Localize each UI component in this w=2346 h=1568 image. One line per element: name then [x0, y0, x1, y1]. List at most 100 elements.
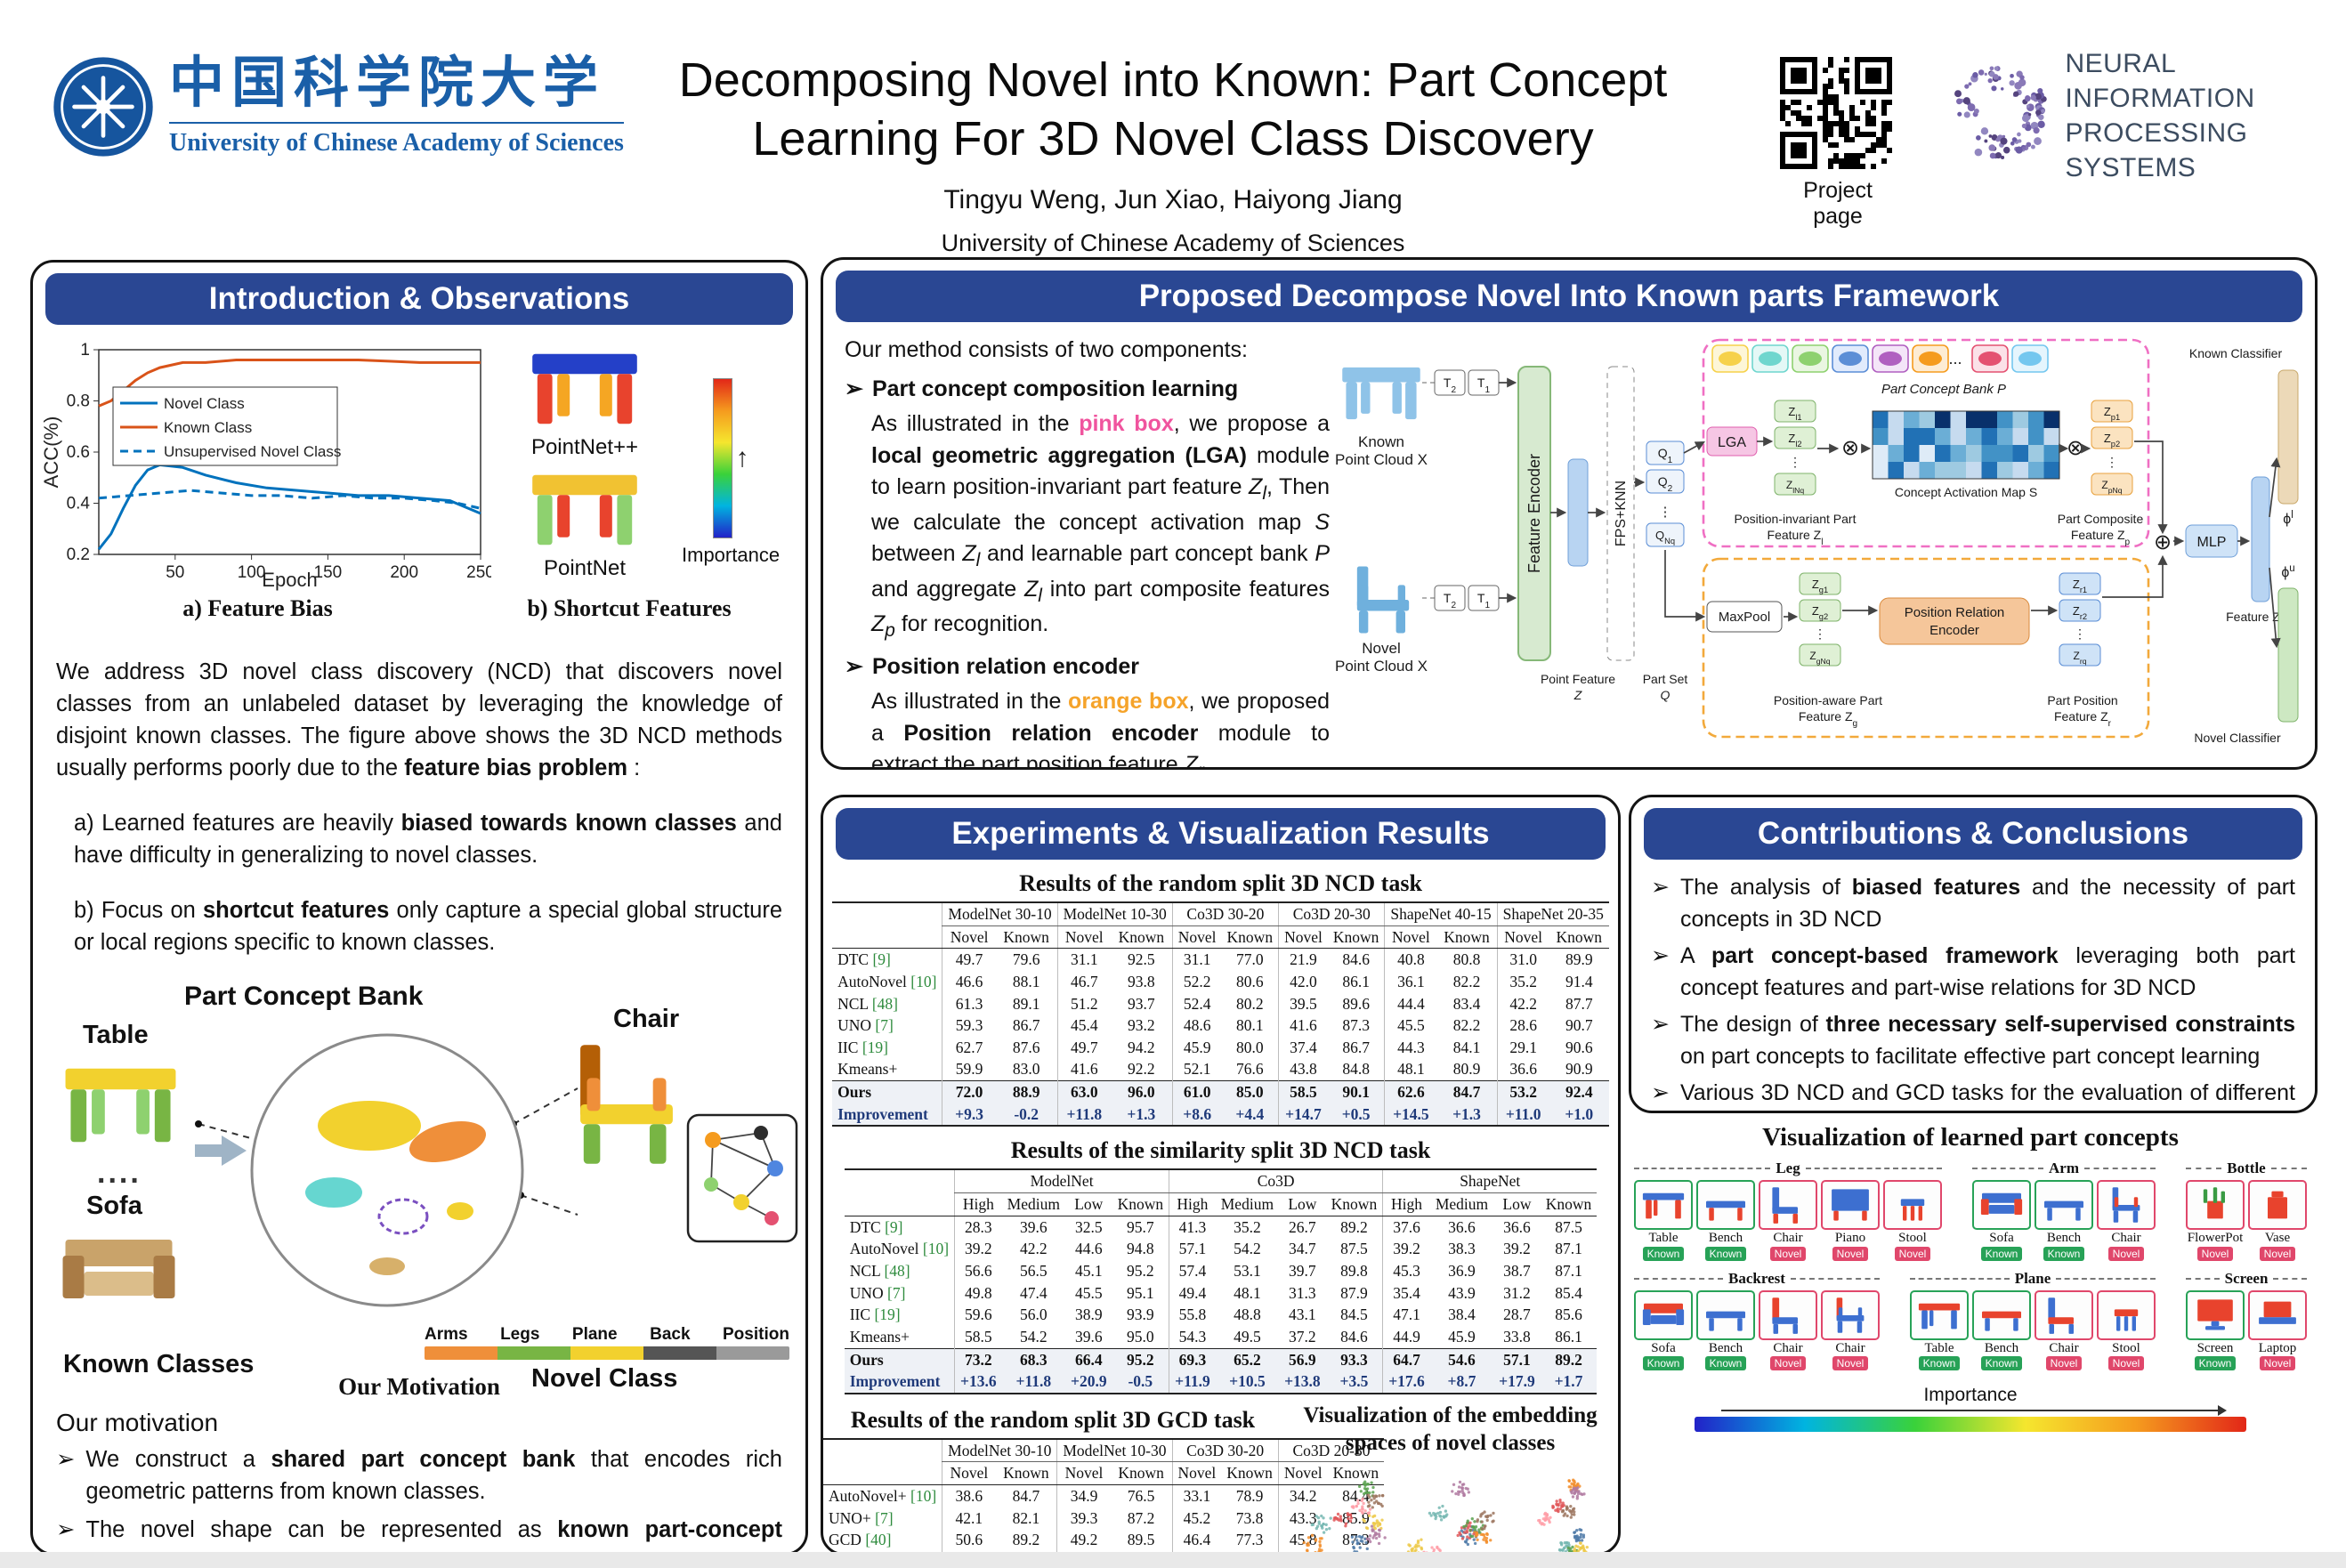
table-cell: 53.2 — [1496, 1080, 1549, 1103]
class-badge: Known — [1918, 1356, 1961, 1370]
part-group-title: Leg — [1634, 1160, 1942, 1177]
class-badge: Novel — [2196, 1246, 2234, 1261]
project-qr: Project page — [1780, 57, 1896, 230]
table-header-cell: Medium — [1215, 1192, 1280, 1216]
table-header-cell: Novel — [1171, 1461, 1222, 1486]
text-segment: a) Learned features are heavily — [74, 810, 401, 836]
table-cell: 35.2 — [1234, 1217, 1261, 1236]
pointnet-pointcloud — [532, 474, 637, 546]
table-cell: 41.3 — [1169, 1216, 1216, 1239]
table-cell: 31.3 — [1289, 1283, 1316, 1302]
table-cell: 80.0 — [1236, 1038, 1264, 1056]
part-item-label: Piano — [1834, 1231, 1866, 1245]
part-thumbnail — [1972, 1289, 2031, 1340]
table-header-cell: ShapeNet 40-15 — [1384, 901, 1498, 926]
part-group-name: Screen — [2224, 1269, 2269, 1287]
svg-text:0.8: 0.8 — [67, 392, 90, 411]
tsne-scatter-iic — [1406, 1481, 1495, 1553]
part-group-name: Arm — [2049, 1160, 2079, 1176]
table-cell: 84.1 — [1452, 1038, 1481, 1056]
table-cell: Kmeans+ — [837, 1060, 898, 1079]
class-badge: Novel — [1769, 1246, 1807, 1261]
bench-glyph — [1982, 1311, 2021, 1331]
table-cell: 48.1 — [1234, 1283, 1261, 1302]
table-header-cell: Co3D 30-20 — [1171, 901, 1279, 926]
table-header-cell: Low — [1064, 1192, 1112, 1216]
table-cell: 50.6 — [942, 1529, 996, 1552]
known-classifier-label: Known Classifier — [2189, 346, 2283, 360]
table-cell: +11.8 — [1001, 1370, 1065, 1394]
table-cell: 86.1 — [1342, 972, 1370, 990]
ucas-logo-text: 中国科学院大学 University of Chinese Academy of… — [169, 54, 624, 158]
table-cell: 87.9 — [1340, 1283, 1368, 1302]
table-header-cell: ModelNet 10-30 — [1056, 901, 1173, 926]
table-header-cell: Known — [1110, 1461, 1173, 1486]
table-cell: NCL [48] — [849, 1261, 910, 1280]
phi-l-label: ϕl — [2283, 510, 2293, 527]
text-segment: for recognition. — [894, 611, 1049, 637]
text-segment: feature bias problem — [404, 756, 628, 781]
pointnetpp-figure: PointNet++ — [491, 339, 678, 460]
part-thumbnail — [1696, 1289, 1755, 1340]
gcd-table-title: Results of the random split 3D GCD task — [850, 1406, 1256, 1433]
point-feature-label: Point Feature — [1541, 672, 1615, 686]
table-cell: 86.7 — [1342, 1038, 1370, 1056]
table-cell: 61.0 — [1171, 1080, 1222, 1103]
class-badge: Novel — [1894, 1246, 1931, 1261]
table-cell: 56.0 — [1020, 1305, 1048, 1324]
svg-text:Novel Class: Novel Class — [164, 395, 245, 412]
table-cell: 92.4 — [1549, 1080, 1609, 1103]
table-cell: 26.7 — [1289, 1217, 1316, 1236]
table-cell: 84.6 — [1342, 950, 1370, 969]
class-badge: Novel — [2259, 1356, 2296, 1370]
part-thumbnail — [1759, 1180, 1817, 1230]
chair-glyph — [2048, 1297, 2074, 1334]
table-cell: 86.7 — [1012, 1016, 1040, 1035]
embedding-plot: Ours — [1506, 1464, 1606, 1553]
table-cell: 45.1 — [1074, 1261, 1103, 1280]
table-cell: 66.4 — [1064, 1347, 1112, 1371]
text-segment: , we proposed a — [871, 689, 1330, 746]
novel-pc-label: Novel — [1362, 640, 1400, 657]
framework-header: Proposed Decompose Novel Into Known part… — [836, 271, 2302, 322]
embedding-title: Visualization of the embedding spaces of… — [1282, 1402, 1618, 1458]
table-cell: 95.7 — [1127, 1217, 1154, 1236]
table-cell: Ours — [832, 1080, 942, 1103]
table-cell: 80.9 — [1452, 1060, 1481, 1079]
piano-glyph — [1832, 1189, 1869, 1221]
text-segment: module to learn position-invariant part … — [871, 442, 1330, 500]
concept-bank-circle — [250, 1033, 524, 1307]
table-cell: 47.1 — [1382, 1304, 1430, 1326]
table-glyph — [1918, 1303, 1961, 1329]
table-cell: 76.5 — [1127, 1487, 1155, 1506]
table-cell: 37.6 — [1382, 1216, 1430, 1239]
vdots: ⋮ — [1814, 626, 1826, 641]
known-pointcloud-glyph — [1342, 367, 1420, 420]
table-cell: 58.5 — [954, 1325, 1002, 1349]
part-concepts-visualization: Visualization of learned part concepts L… — [1629, 1119, 2312, 1550]
table-cell: 77.0 — [1236, 950, 1264, 969]
motivation-section: Our motivation ➢We construct a shared pa… — [33, 1409, 805, 1553]
part-composite-label: Part Composite — [2058, 512, 2144, 526]
table-cell: +0.5 — [1327, 1103, 1385, 1128]
text-segment: Z — [962, 541, 976, 567]
table-cell: 92.2 — [1128, 1060, 1155, 1079]
introduction-title: Introduction & Observations — [208, 281, 630, 316]
table-cell: 87.5 — [1340, 1240, 1368, 1258]
table-cell: 52.1 — [1171, 1058, 1222, 1081]
experiments-panel: Experiments & Visualization Results Resu… — [821, 795, 1621, 1556]
text-segment: r — [1198, 761, 1204, 767]
table-cell: 90.6 — [1565, 1038, 1593, 1056]
text-segment: into part composite features — [1041, 576, 1330, 602]
embedding-plot: NCL — [1296, 1464, 1395, 1553]
